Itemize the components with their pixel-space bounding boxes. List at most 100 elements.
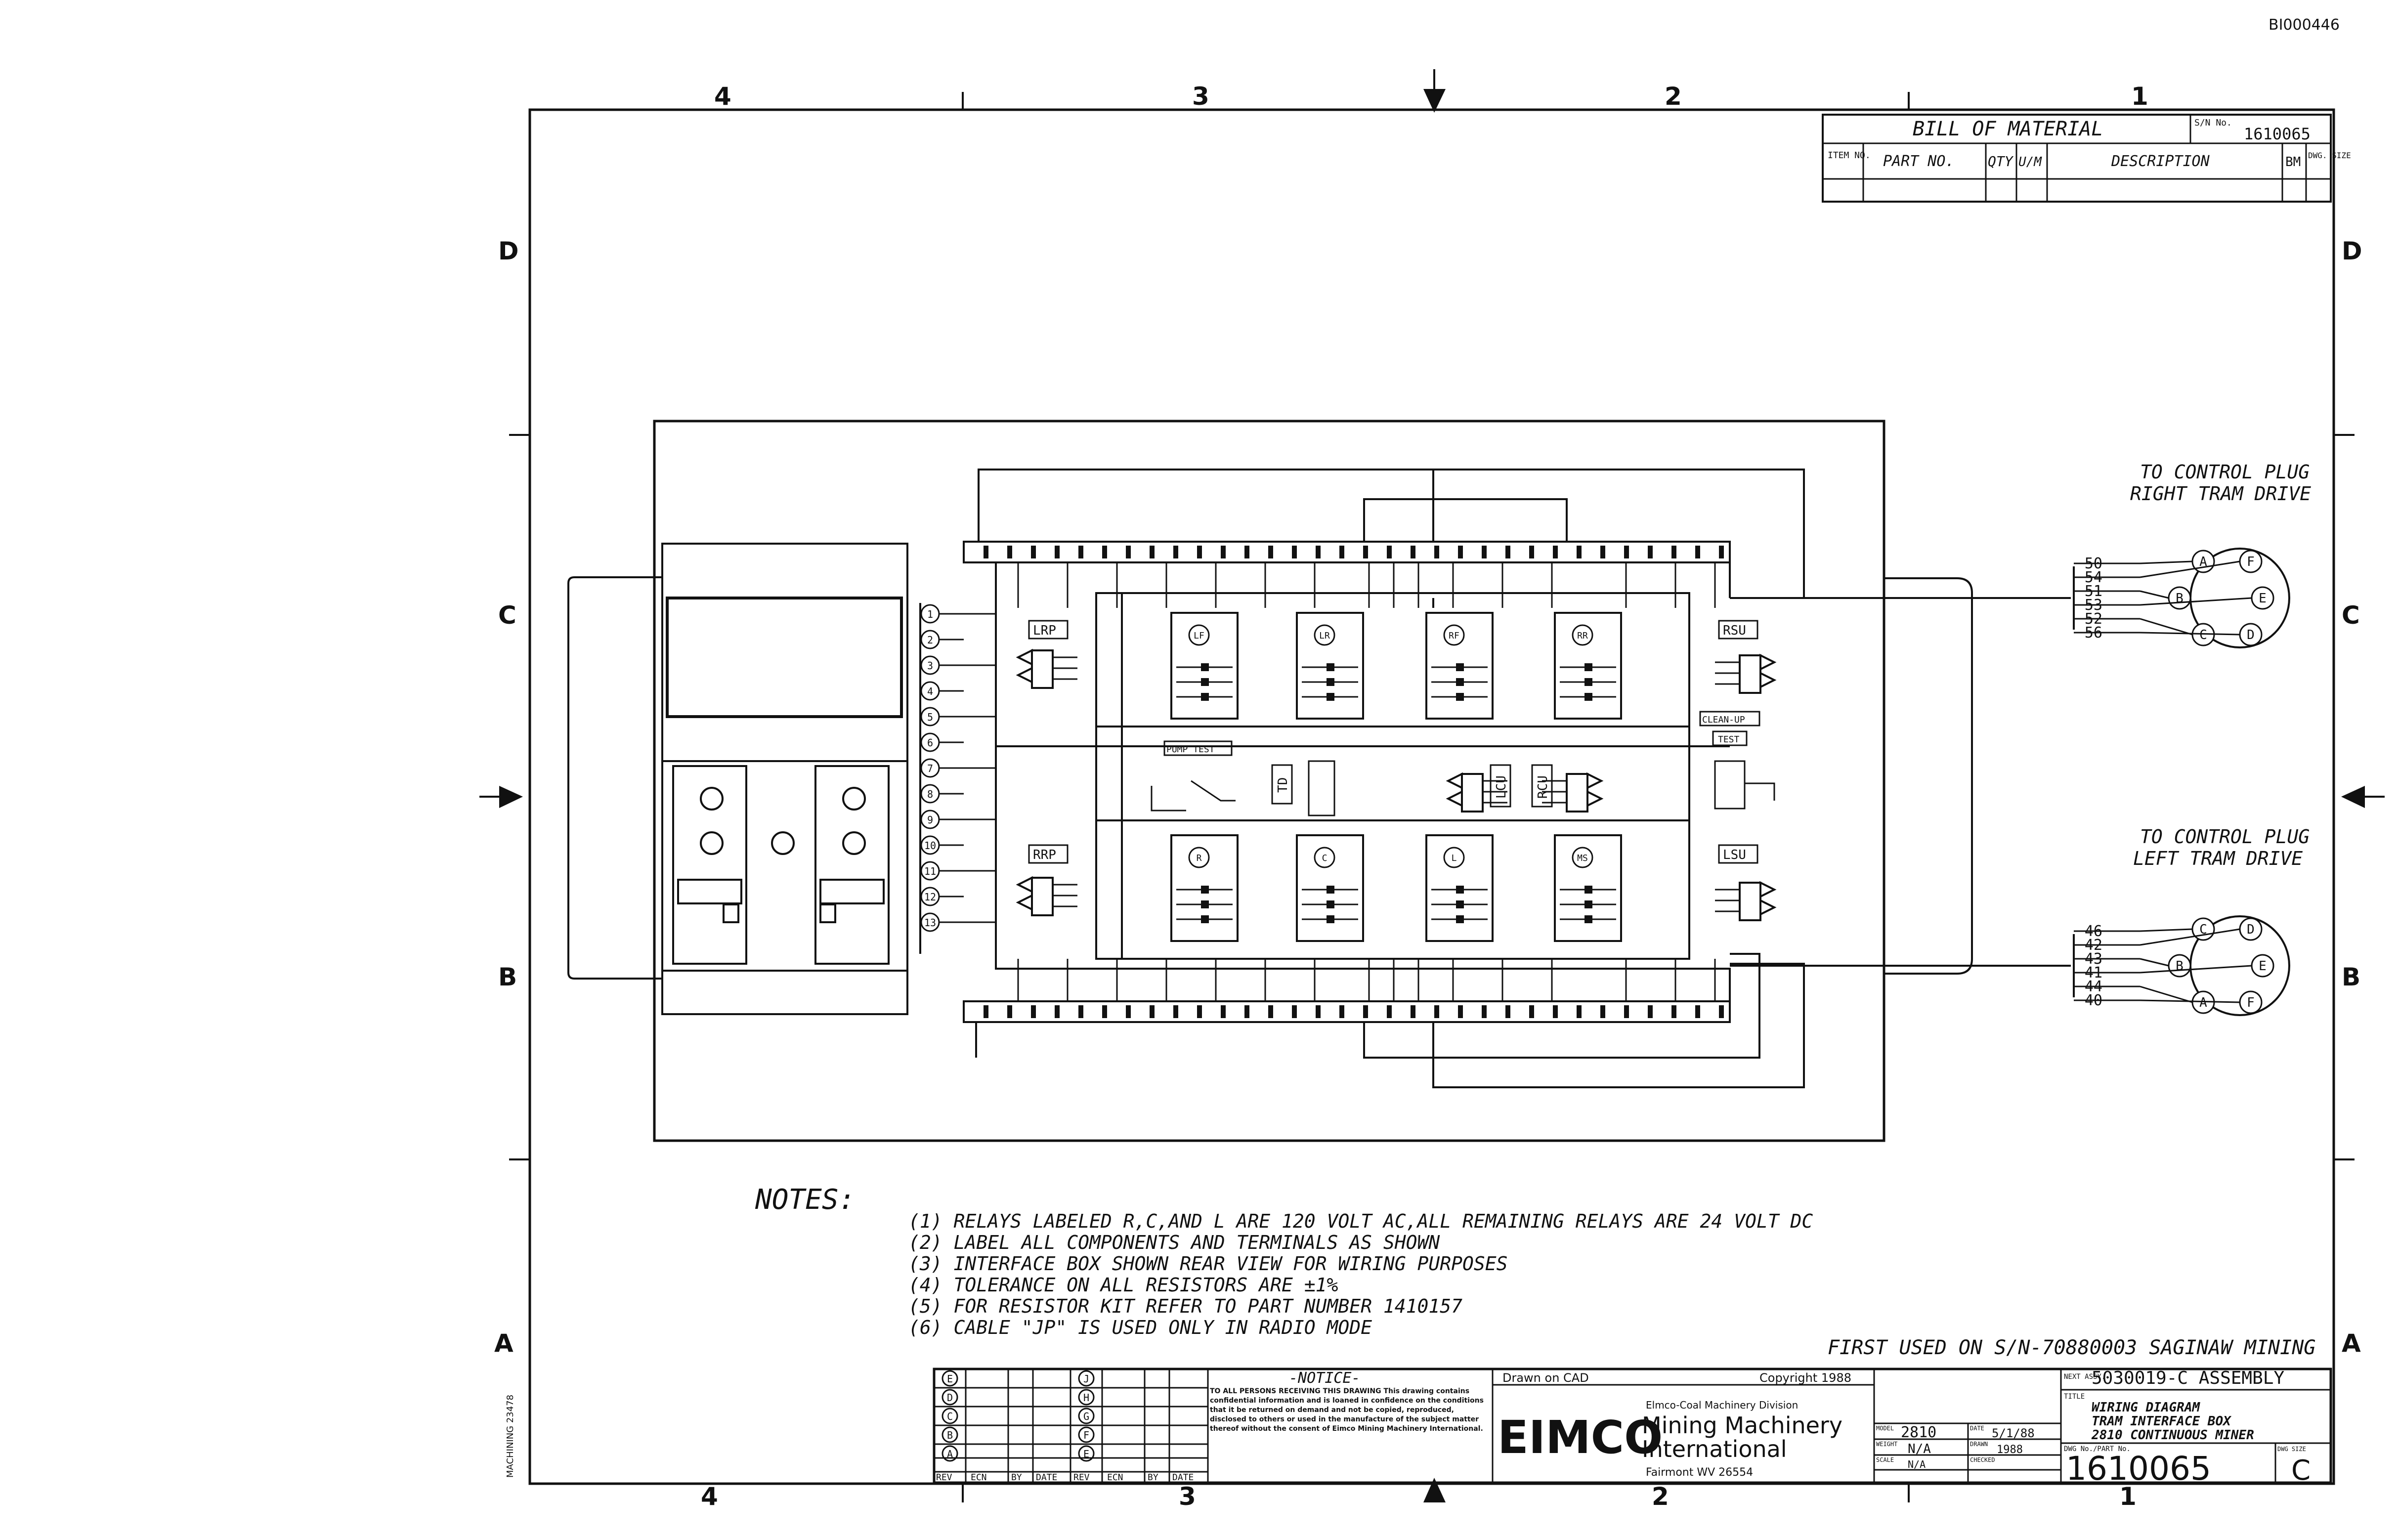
terminal-number: 3: [927, 660, 933, 672]
terminal-number: 12: [924, 891, 936, 903]
zone-row-b-left: B: [498, 963, 517, 991]
rev-header: REV: [1073, 1472, 1090, 1483]
component-labels: LRP RRP RSU LSU PUMP TEST CLEAN-UP TEST …: [1028, 620, 1760, 864]
lrp-connector: [1016, 648, 1033, 684]
bom-header-um: U/M: [2018, 155, 2042, 170]
note-2: (2) LABEL ALL COMPONENTS AND TERMINALS A…: [908, 1232, 1440, 1253]
outer-border: [528, 108, 2335, 1485]
connector-group: [1016, 648, 1777, 921]
bom-title: BILL OF MATERIAL: [1913, 118, 2103, 140]
terminal-number: 9: [927, 814, 933, 826]
rsu-connector: [1759, 653, 1777, 689]
note-4: (4) TOLERANCE ON ALL RESISTORS ARE ±1%: [908, 1274, 1338, 1296]
relay-label: RF: [1449, 631, 1459, 641]
zone-col-1-top: 1: [2131, 82, 2148, 111]
rev-letter-left: C: [947, 1411, 953, 1422]
relay-box-bottom: [1296, 834, 1364, 942]
notice-text: TO ALL PERSONS RECEIVING THIS DRAWING Th…: [1210, 1387, 1484, 1433]
company-location: Fairmont WV 26554: [1646, 1466, 1753, 1479]
label-clean-up: CLEAN-UP: [1702, 715, 1745, 725]
bom-header-qty: QTY: [1988, 153, 2014, 170]
zone-ticks: [509, 92, 2355, 1502]
relay-box-bottom: [1554, 834, 1622, 942]
checked-label: CHECKED: [1970, 1456, 1995, 1463]
zone-col-3-top: 3: [1192, 82, 1209, 111]
relay-box-top: [1554, 612, 1622, 720]
relay-label: L: [1452, 853, 1457, 863]
title-label: TITLE: [2064, 1393, 2085, 1401]
dwg-number: 1610065: [2066, 1450, 2211, 1488]
zone-col-3-bottom: 3: [1179, 1482, 1196, 1511]
plug-pin-letter: A: [2199, 555, 2207, 569]
rev-circle-left: [942, 1445, 958, 1462]
rev-letter-left: D: [947, 1392, 953, 1404]
label-rcu: RCU: [1536, 775, 1550, 799]
zone-col-1-bottom: 1: [2119, 1482, 2137, 1511]
right-plug-title-1: TO CONTROL PLUG: [2140, 461, 2310, 483]
label-td: TD: [1276, 777, 1290, 793]
zone-row-d-right: D: [2342, 237, 2362, 265]
plug-pin-letter: B: [2176, 591, 2184, 606]
bom-sn-value: 1610065: [2244, 125, 2311, 143]
relay-label: R: [1197, 853, 1202, 863]
scale-label: SCALE: [1876, 1456, 1894, 1463]
label-lsu: LSU: [1723, 848, 1746, 862]
left-plug-title-1: TO CONTROL PLUG: [2140, 826, 2310, 848]
front-panel: [661, 543, 908, 1015]
label-rsu: RSU: [1723, 623, 1746, 638]
relay-label: LF: [1194, 631, 1204, 641]
bill-of-material: BILL OF MATERIAL S/N No. 1610065 ITEM NO…: [1822, 114, 2351, 203]
zone-col-2-top: 2: [1665, 82, 1682, 111]
rrp-connector: [1016, 876, 1033, 911]
terminal-number: 8: [927, 788, 933, 800]
notes-heading: NOTES:: [755, 1184, 855, 1216]
terminal-number: 5: [927, 711, 933, 723]
bom-header-bm: BM: [2285, 155, 2301, 170]
bom-header-part: PART NO.: [1883, 153, 1955, 170]
model-label: MODEL: [1876, 1425, 1894, 1432]
rev-circle-right: [1078, 1408, 1095, 1424]
lcu-connector: [1446, 772, 1463, 808]
plug-pin-letter: C: [2199, 628, 2207, 642]
relay-label: LR: [1319, 631, 1330, 641]
rev-circle-right: [1078, 1370, 1095, 1387]
weight-label: WEIGHT: [1876, 1441, 1897, 1448]
zone-row-c-left: C: [498, 601, 516, 630]
bom-sn-label: S/N No.: [2194, 118, 2232, 128]
rev-letter-right: E: [1083, 1448, 1089, 1460]
relay-box-top: [1425, 612, 1494, 720]
label-rrp: RRP: [1033, 848, 1056, 862]
rev-header: BY: [1011, 1472, 1022, 1483]
label-lcu: LCU: [1494, 775, 1509, 799]
lsu-connector: [1759, 881, 1777, 916]
relay-label: C: [1322, 853, 1327, 863]
drawn-label: DRAWN: [1970, 1441, 1988, 1448]
model-value: 2810: [1901, 1424, 1936, 1441]
rev-letter-left: E: [947, 1373, 953, 1385]
note-3: (3) INTERFACE BOX SHOWN REAR VIEW FOR WI…: [908, 1253, 1508, 1275]
rev-header: ECN: [1107, 1472, 1123, 1483]
terminal-number: 2: [927, 634, 933, 646]
title-line-2: TRAM INTERFACE BOX: [2092, 1414, 2232, 1429]
division-name: Elmco-Coal Machinery Division: [1646, 1399, 1798, 1411]
rev-circle-right: [1078, 1426, 1095, 1443]
zone-row-a-left: A: [494, 1329, 514, 1358]
rev-letter-right: F: [1083, 1429, 1089, 1441]
terminal-number: 10: [924, 840, 936, 852]
rev-circle-left: [942, 1370, 958, 1387]
dwg-number-label: DWG No./PART No.: [2064, 1445, 2131, 1453]
rev-circle-right: [1078, 1445, 1095, 1462]
dwg-size: C: [2291, 1454, 2311, 1487]
terminal-number: 1: [927, 608, 933, 620]
terminal-number: 13: [924, 917, 936, 929]
rev-circle-left: [942, 1389, 958, 1406]
rev-circle-left: [942, 1408, 958, 1424]
plug-pin-letter: F: [2247, 995, 2255, 1010]
rev-header: DATE: [1036, 1472, 1057, 1483]
label-pump-test: PUMP TEST: [1166, 744, 1215, 755]
